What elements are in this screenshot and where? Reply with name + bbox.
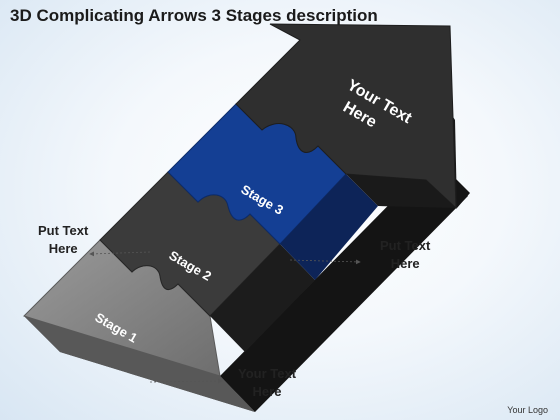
left-text-line-2: Here bbox=[48, 241, 78, 256]
slide-title: 3D Complicating Arrows 3 Stages descript… bbox=[10, 6, 378, 25]
logo-text: Your Logo bbox=[507, 405, 548, 415]
left-text-line-1: Put Text bbox=[38, 223, 89, 238]
right-text-label: Put Text Here bbox=[380, 237, 430, 273]
right-text-line-2: Here bbox=[390, 256, 420, 271]
bottom-text-line-1: Your Text bbox=[238, 366, 297, 381]
bottom-text-label: Your Text Here bbox=[238, 365, 296, 401]
bottom-connector bbox=[149, 378, 223, 384]
right-text-line-1: Put Text bbox=[380, 238, 431, 253]
left-text-label: Put Text Here bbox=[38, 222, 88, 258]
arrow-head bbox=[235, 23, 457, 210]
bottom-text-line-2: Here bbox=[252, 384, 282, 399]
